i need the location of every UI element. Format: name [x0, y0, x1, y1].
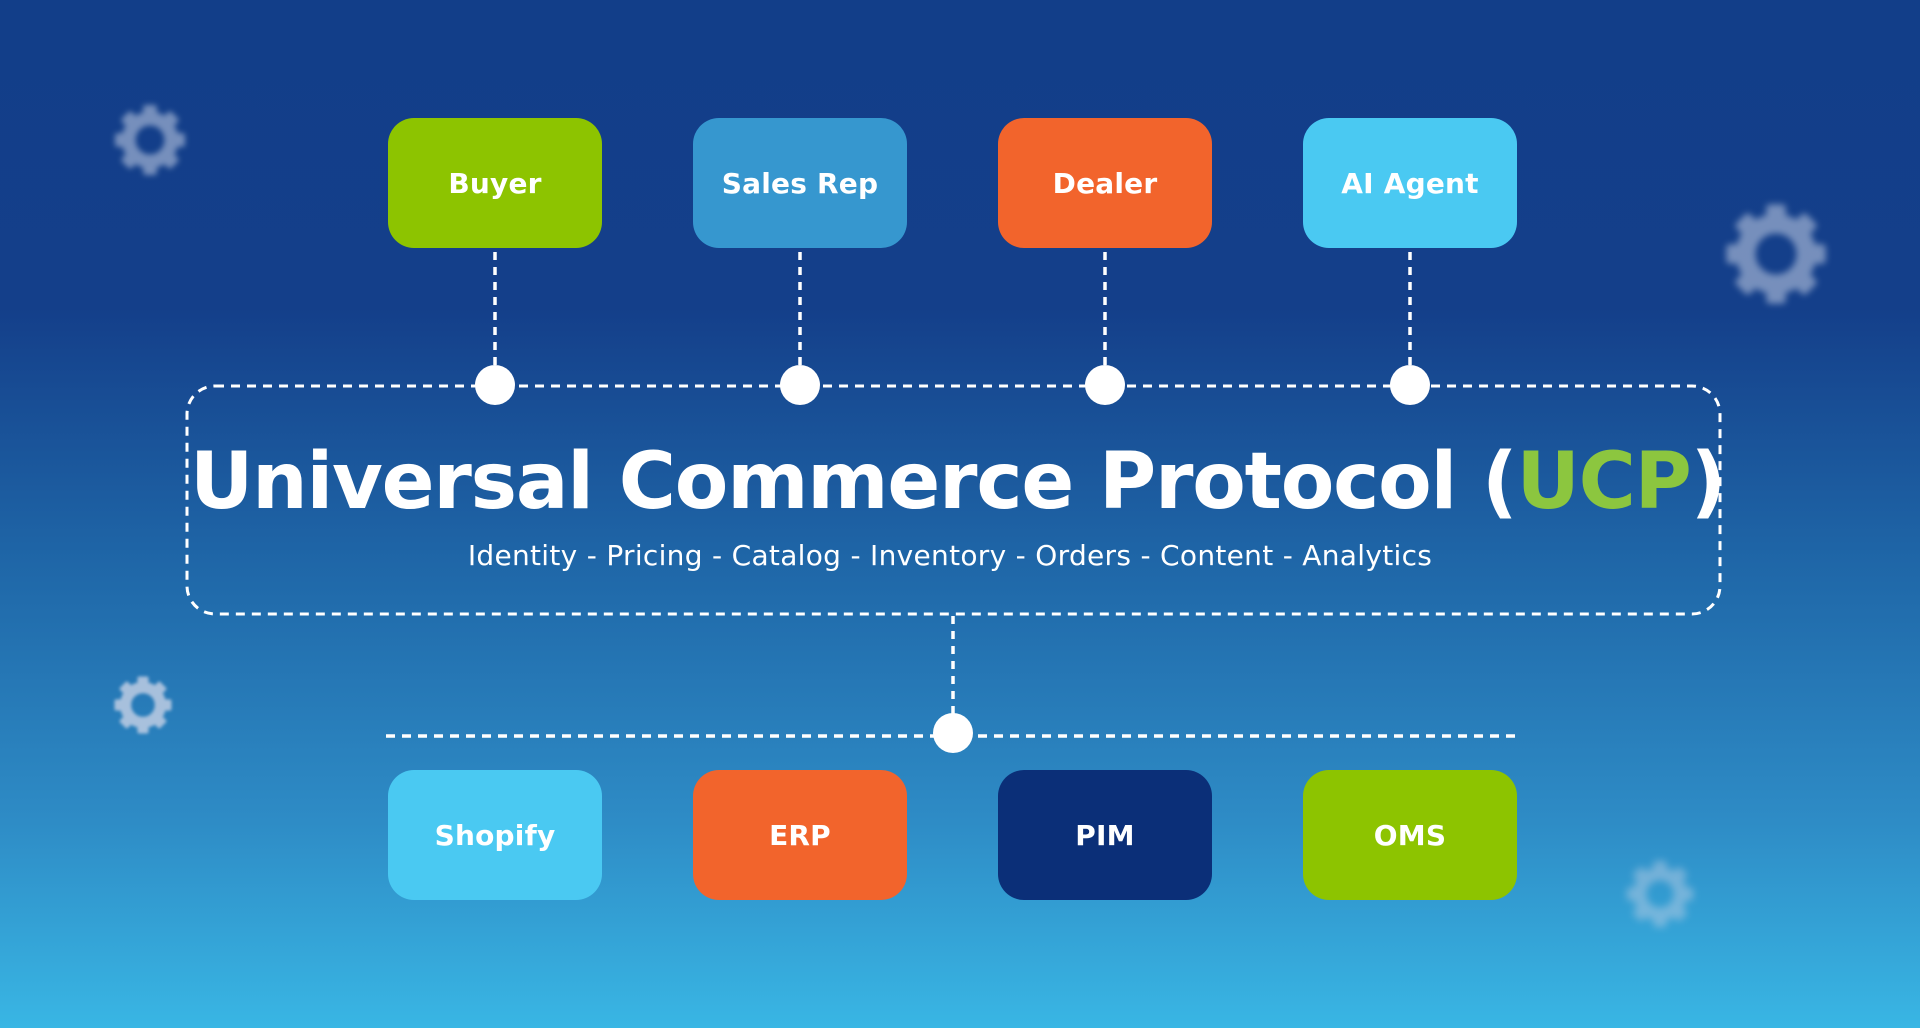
node-label: Buyer — [448, 166, 542, 200]
node-shopify: Shopify — [388, 770, 602, 900]
protocol-capabilities: Identity - Pricing - Catalog - Inventory… — [467, 539, 1433, 572]
protocol-title-end: ) — [1690, 437, 1727, 527]
node-ai-agent: AI Agent — [1303, 118, 1517, 248]
node-label: AI Agent — [1341, 166, 1479, 200]
junction-dot-bottom — [933, 713, 973, 753]
junction-dot-dealer — [1085, 365, 1125, 405]
node-pim: PIM — [998, 770, 1212, 900]
node-sales-rep: Sales Rep — [693, 118, 907, 248]
protocol-title-main: Universal Commerce Protocol ( — [190, 437, 1518, 527]
node-erp: ERP — [693, 770, 907, 900]
junction-dot-sales-rep — [780, 365, 820, 405]
gear-icon — [1726, 204, 1826, 304]
node-label: Shopify — [434, 818, 556, 852]
node-label: Dealer — [1052, 166, 1158, 200]
node-oms: OMS — [1303, 770, 1517, 900]
node-label: PIM — [1075, 818, 1135, 852]
node-label: ERP — [769, 818, 831, 852]
junction-dot-ai-agent — [1390, 365, 1430, 405]
gear-icon — [1626, 860, 1694, 928]
junction-dot-buyer — [475, 365, 515, 405]
node-dealer: Dealer — [998, 118, 1212, 248]
node-buyer: Buyer — [388, 118, 602, 248]
protocol-title: Universal Commerce Protocol (UCP) — [190, 436, 1726, 528]
protocol-title-accent: UCP — [1516, 437, 1691, 527]
node-label: OMS — [1373, 818, 1447, 852]
gear-icon — [114, 676, 172, 734]
node-label: Sales Rep — [721, 166, 879, 200]
protocol-frame — [185, 384, 1722, 616]
gear-icon — [115, 105, 185, 175]
